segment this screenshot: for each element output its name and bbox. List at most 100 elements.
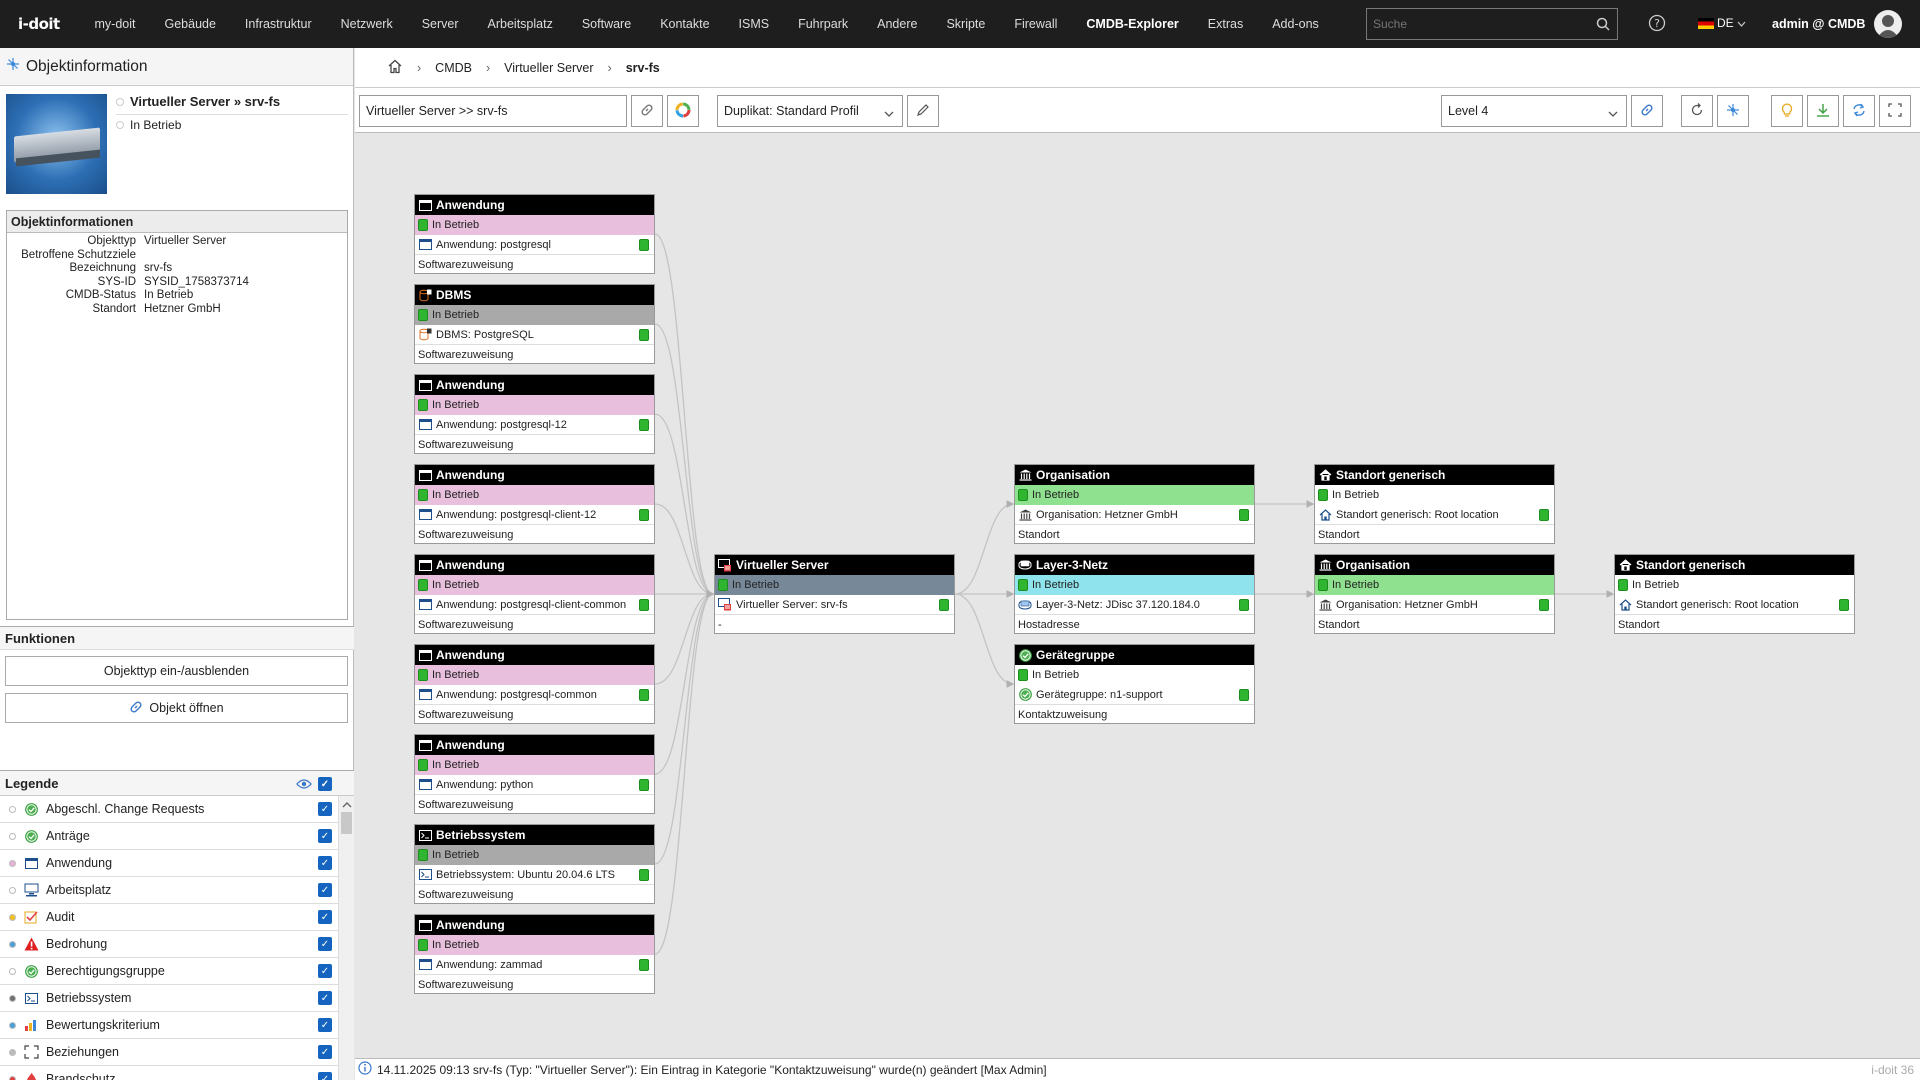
edit-profile-button[interactable] — [907, 95, 939, 127]
node-object-row[interactable]: Anwendung: postgresql-client-common — [415, 595, 654, 615]
legend-checkbox[interactable]: ✓ — [318, 910, 332, 924]
menu-item-cmdb-explorer[interactable]: CMDB-Explorer — [1086, 17, 1179, 31]
legend-item[interactable]: Brandschutz✓ — [0, 1066, 338, 1080]
legend-checkbox[interactable]: ✓ — [318, 802, 332, 816]
node-object-row[interactable]: Virtueller Server: srv-fs — [715, 595, 954, 615]
menu-item-software[interactable]: Software — [581, 17, 632, 31]
fullscreen-button[interactable] — [1879, 95, 1911, 127]
user-menu[interactable]: admin @ CMDB — [1772, 17, 1866, 31]
breadcrumb-object[interactable]: srv-fs — [625, 60, 660, 75]
node-object-row[interactable]: Organisation: Hetzner GmbH — [1315, 595, 1554, 615]
link-button[interactable] — [631, 95, 663, 127]
legend-checkbox[interactable]: ✓ — [318, 1018, 332, 1032]
legend-checkbox[interactable]: ✓ — [318, 1072, 332, 1080]
legend-item[interactable]: Audit✓ — [0, 904, 338, 931]
permalink-button[interactable] — [1631, 95, 1663, 127]
menu-item-server[interactable]: Server — [421, 17, 459, 31]
menu-item-add-ons[interactable]: Add-ons — [1272, 17, 1319, 31]
legend-checkbox[interactable]: ✓ — [318, 856, 332, 870]
menu-item-skripte[interactable]: Skripte — [946, 17, 986, 31]
download-button[interactable] — [1807, 95, 1839, 127]
node-object-row[interactable]: DBMS: PostgreSQL — [415, 325, 654, 345]
menu-item-isms[interactable]: ISMS — [738, 17, 770, 31]
legend-checkbox[interactable]: ✓ — [318, 829, 332, 843]
color-profile-button[interactable] — [667, 95, 699, 127]
node-object-row[interactable]: Organisation: Hetzner GmbH — [1015, 505, 1254, 525]
legend-checkbox[interactable]: ✓ — [318, 964, 332, 978]
menu-item-geb-ude[interactable]: Gebäude — [164, 17, 216, 31]
toggle-objecttype-button[interactable]: Objekttyp ein-/ausblenden — [5, 656, 348, 686]
eye-icon[interactable] — [296, 778, 312, 793]
node-object-row[interactable]: Layer-3-Netz: JDisc 37.120.184.0 — [1015, 595, 1254, 615]
menu-item-kontakte[interactable]: Kontakte — [660, 17, 710, 31]
legend-item[interactable]: Anwendung✓ — [0, 850, 338, 877]
open-object-button[interactable]: Objekt öffnen — [5, 693, 348, 723]
legend-item[interactable]: Abgeschl. Change Requests✓ — [0, 796, 338, 823]
breadcrumb-objecttype[interactable]: Virtueller Server — [504, 60, 594, 75]
menu-item-andere[interactable]: Andere — [877, 17, 918, 31]
node-object-row[interactable]: Anwendung: zammad — [415, 955, 654, 975]
search-box[interactable] — [1366, 8, 1618, 40]
node-object-row[interactable]: Anwendung: postgresql — [415, 235, 654, 255]
legend-checkbox[interactable]: ✓ — [318, 937, 332, 951]
legend-checkbox[interactable]: ✓ — [318, 1045, 332, 1059]
legend-item[interactable]: Anträge✓ — [0, 823, 338, 850]
home-icon[interactable] — [387, 59, 403, 77]
node-object-row[interactable]: Anwendung: postgresql-client-12 — [415, 505, 654, 525]
node-object-row[interactable]: Anwendung: python — [415, 775, 654, 795]
node-object-row[interactable]: Betriebssystem: Ubuntu 20.04.6 LTS — [415, 865, 654, 885]
node-object-row[interactable]: Standort generisch: Root location — [1615, 595, 1854, 615]
menu-item-my-doit[interactable]: my-doit — [94, 17, 136, 31]
node-object-row[interactable]: Gerätegruppe: n1-support — [1015, 685, 1254, 705]
node-object-row[interactable]: Anwendung: postgresql-common — [415, 685, 654, 705]
search-input[interactable] — [1367, 17, 1589, 31]
legend-item[interactable]: Arbeitsplatz✓ — [0, 877, 338, 904]
node-object-row[interactable]: Anwendung: postgresql-12 — [415, 415, 654, 435]
language-selector[interactable]: DE — [1698, 16, 1746, 30]
node-object-row[interactable]: Standort generisch: Root location — [1315, 505, 1554, 525]
profile-select[interactable]: Duplikat: Standard Profil — [717, 95, 903, 127]
legend-checkbox[interactable]: ✓ — [318, 991, 332, 1005]
legend-checkbox[interactable]: ✓ — [318, 883, 332, 897]
legend-item[interactable]: Bedrohung✓ — [0, 931, 338, 958]
avatar-icon[interactable] — [1874, 10, 1902, 38]
sync-button[interactable] — [1843, 95, 1875, 127]
menu-item-firewall[interactable]: Firewall — [1014, 17, 1058, 31]
explorer-layout-button[interactable] — [1717, 95, 1749, 127]
legend-item[interactable]: Bewertungskriterium✓ — [0, 1012, 338, 1039]
legend-item[interactable]: Beziehungen✓ — [0, 1039, 338, 1066]
legend-all-checkbox[interactable]: ✓ — [318, 777, 332, 791]
reload-button[interactable] — [1681, 95, 1713, 127]
menu-item-infrastruktur[interactable]: Infrastruktur — [244, 17, 312, 31]
help-icon[interactable]: ? — [1648, 14, 1666, 35]
level-select[interactable]: Level 4 — [1441, 95, 1627, 127]
menu-item-netzwerk[interactable]: Netzwerk — [340, 17, 393, 31]
legend-item[interactable]: Berechtigungsgruppe✓ — [0, 958, 338, 985]
menu-item-extras[interactable]: Extras — [1207, 17, 1244, 31]
legend-scrollbar[interactable] — [338, 796, 354, 1080]
logo[interactable]: i-doit — [18, 15, 60, 33]
search-icon[interactable] — [1589, 17, 1617, 31]
menu-item-fuhrpark[interactable]: Fuhrpark — [798, 17, 849, 31]
menu-item-arbeitsplatz[interactable]: Arbeitsplatz — [487, 17, 553, 31]
legend-item[interactable]: Betriebssystem✓ — [0, 985, 338, 1012]
breadcrumb-cmdb[interactable]: CMDB — [435, 60, 472, 75]
object-path-input[interactable]: Virtueller Server >> srv-fs — [359, 95, 627, 127]
